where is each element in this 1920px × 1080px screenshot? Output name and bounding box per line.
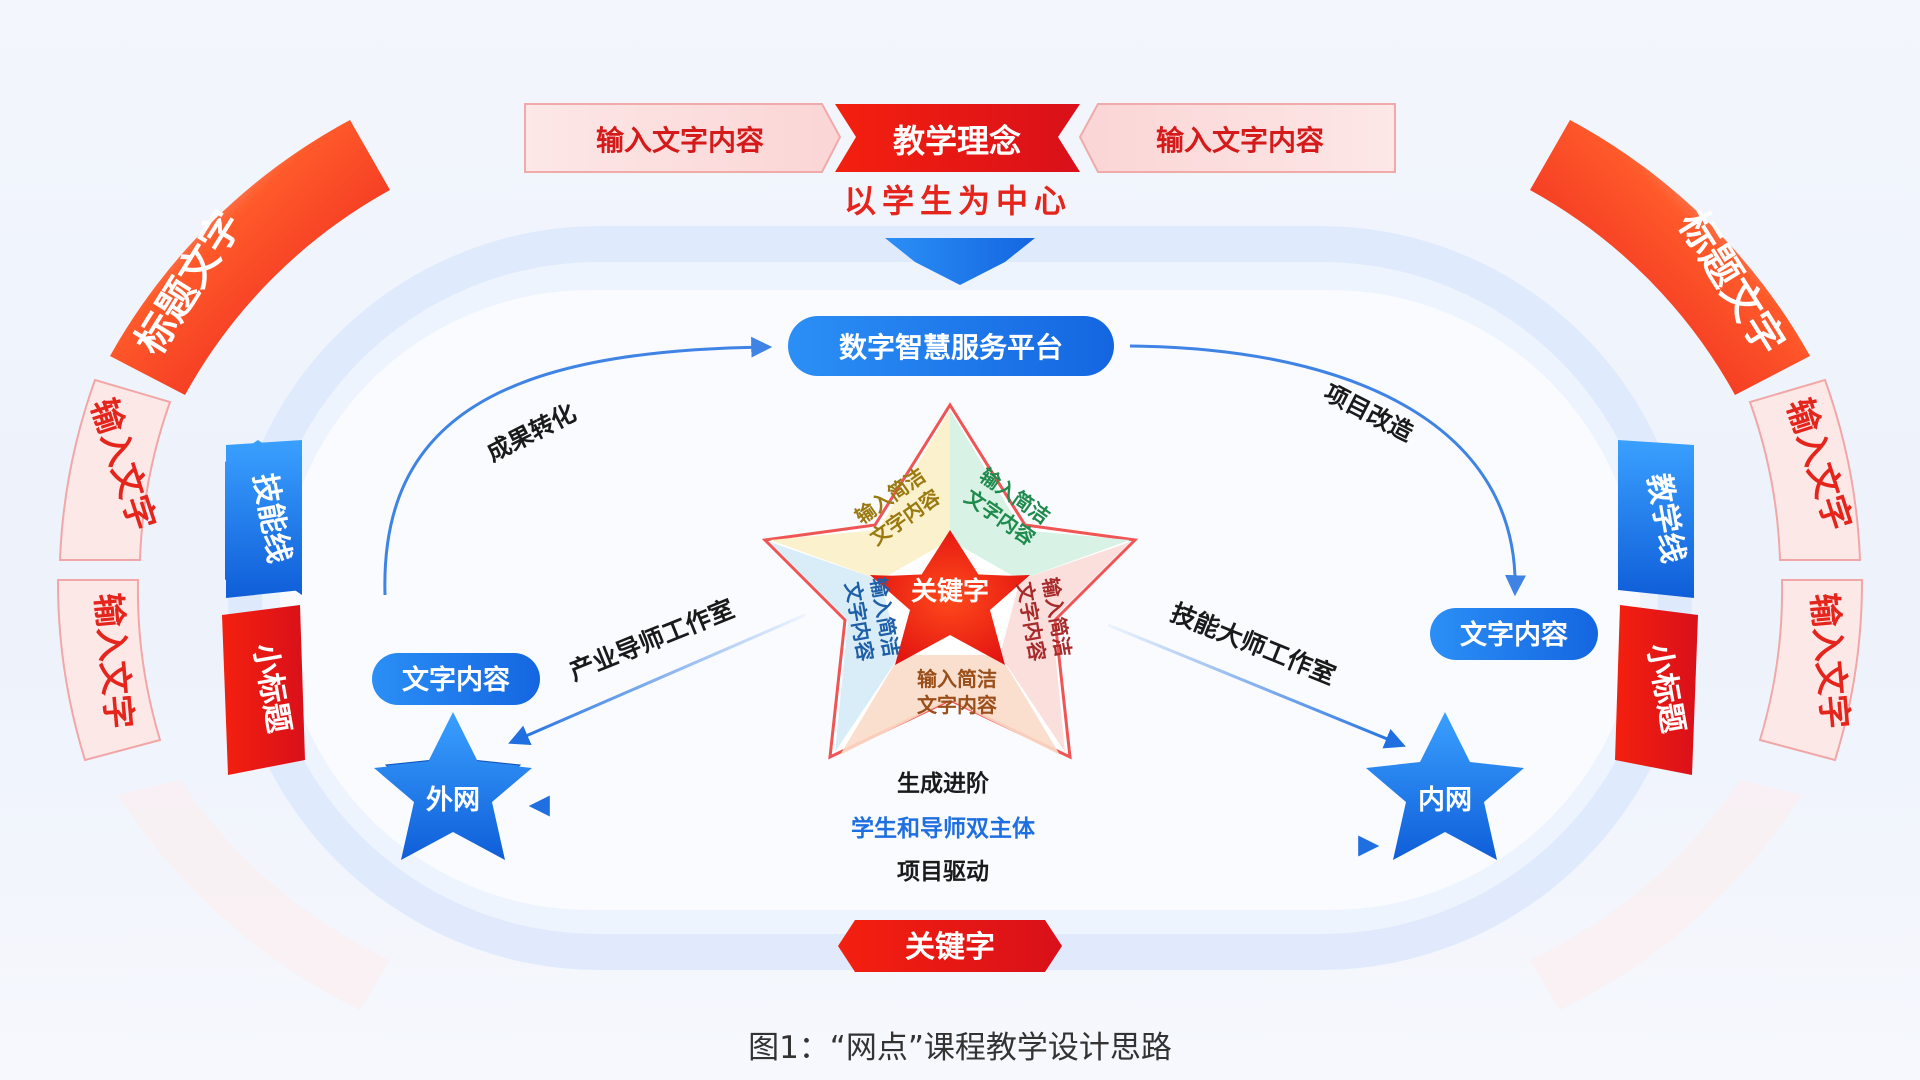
petal-top-left [770, 410, 950, 580]
side-tab-left-upper: 技能线 [225, 440, 302, 598]
svg-text:输入文字内容: 输入文字内容 [1156, 124, 1324, 157]
star-left: 外网 [374, 712, 532, 860]
top-banner-left-box: 输入文字内容 [524, 103, 842, 173]
bottom-label-middle: 学生和导师双主体 [851, 815, 1036, 842]
svg-text:文字内容: 文字内容 [917, 693, 997, 717]
svg-text:数字智慧服务平台: 数字智慧服务平台 [839, 331, 1063, 364]
pentagram-center: 关键字 [911, 576, 989, 607]
outer-ring [228, 226, 1692, 970]
svg-text:外网: 外网 [426, 785, 480, 816]
diagonal-left-arrow [508, 613, 806, 745]
side-tab-right-upper: 教学线 [1618, 440, 1694, 598]
svg-text:文字内容: 文字内容 [1460, 619, 1568, 651]
svg-text:内网: 内网 [1418, 785, 1472, 816]
right-outer-arcs [1530, 120, 1864, 1010]
arc-right-arrow [1129, 344, 1526, 597]
figure-caption: 图1：“网点”课程教学设计思路 [748, 1030, 1172, 1066]
petal-right [1000, 542, 1130, 752]
pill-left: 文字内容 [372, 653, 540, 705]
petal-left [770, 542, 900, 752]
diagonal-right-arrow [1107, 623, 1406, 749]
side-tab-right-lower: 小标题 [1615, 605, 1698, 775]
bottom-banner: 关键字 [838, 920, 1062, 972]
petal-text-bottom: 输入简洁 文字内容 [917, 667, 997, 717]
svg-text:输入文字内容: 输入文字内容 [596, 124, 764, 157]
platform-pill: 数字智慧服务平台 [788, 316, 1114, 376]
arc-left-arrow [383, 336, 773, 596]
petal-bottom [840, 655, 1060, 755]
side-tab-left-lower: 小标题 [222, 605, 305, 775]
left-outer-arcs [56, 120, 390, 1010]
down-arrow [885, 238, 1035, 285]
pentagram [761, 402, 1139, 760]
top-banner-right-box: 输入文字内容 [1078, 103, 1396, 173]
svg-text:关键字: 关键字 [905, 930, 995, 965]
svg-text:输入简洁: 输入简洁 [917, 667, 997, 691]
bottom-label-bottom: 项目驱动 [897, 859, 989, 885]
star-right: 内网 [1366, 712, 1524, 860]
top-banner-subtitle: 以学生为中心 [844, 182, 1072, 220]
top-banner-center: 教学理念 [835, 104, 1080, 172]
petal-text-right: 输入简洁 文字内容 [1012, 576, 1075, 663]
svg-text:文字内容: 文字内容 [402, 664, 510, 696]
svg-text:教学理念: 教学理念 [893, 122, 1021, 160]
bottom-label-top: 生成进阶 [897, 770, 989, 797]
petal-top-right [950, 410, 1130, 580]
pill-right: 文字内容 [1430, 608, 1598, 660]
